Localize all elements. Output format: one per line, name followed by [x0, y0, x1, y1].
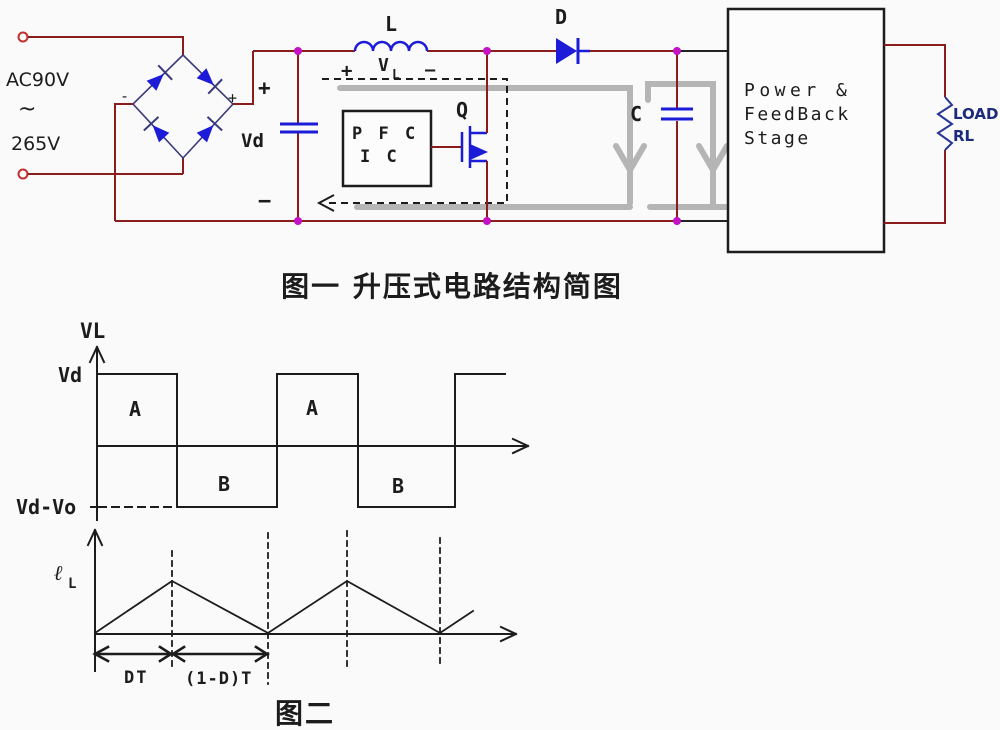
load-label: LOAD [953, 105, 998, 123]
resistor-icon [936, 96, 954, 151]
feedback-dashed-loop [316, 78, 508, 212]
figure1-caption: 图一 升压式电路结构简图 [281, 270, 623, 303]
ac-voltage-line1: AC90V [6, 69, 69, 91]
bridge-plus-label: + [228, 89, 237, 107]
pfc-ic-box [341, 109, 433, 188]
switching-instant-dashes [171, 530, 441, 685]
power-block-text-line2: FeedBack [744, 104, 851, 125]
junction-dots [294, 47, 681, 225]
figure2-caption: 图二 [275, 697, 335, 730]
inductor-label: L [385, 12, 397, 36]
vl-y-axis-arrow-icon [88, 345, 106, 364]
region-a2-label: A [306, 396, 318, 420]
mosfet-label: Q [456, 98, 468, 122]
boost-diode [556, 38, 590, 64]
ac-input [17, 31, 184, 180]
load-resistor [884, 44, 954, 224]
ac-terminal-top-icon [17, 31, 29, 43]
flow-loop-right [645, 81, 729, 210]
bridge-minus-label: - [120, 87, 129, 105]
vl-time-axis-arrow-icon [511, 437, 530, 455]
figure1-circuit: AC90V ~ 265V - + + Vd − L + V L — P F C … [6, 5, 998, 303]
capacitor-icon [661, 107, 693, 121]
power-block-text-line3: Stage [744, 128, 811, 149]
feedback-arrow-icon [316, 194, 335, 212]
power-feedback-block [726, 7, 886, 254]
vl-label-sub: L [392, 68, 400, 83]
pfc-ic-text-line1: P F C [352, 124, 418, 144]
flow-arrow-right-icon [696, 143, 730, 176]
mosfet-icon [460, 126, 488, 168]
vl-waveform-plot [88, 345, 530, 521]
il-y-axis-arrow-icon [86, 528, 104, 547]
diode-label: D [555, 5, 567, 29]
region-b1-label: B [218, 472, 230, 496]
ac-wires [28, 36, 184, 175]
current-flow-highlight [337, 81, 730, 210]
bridge-diode-icon [143, 64, 223, 143]
output-capacitor [661, 51, 693, 221]
bulk-capacitor [280, 51, 318, 221]
output-cap-label: C [630, 102, 642, 126]
bulk-cap-plus-label: + [258, 76, 271, 100]
load-rl-label: RL [953, 127, 975, 145]
bridge-output-wires [114, 51, 254, 221]
bulk-cap-label: Vd [241, 130, 264, 152]
flow-arrow-left-icon [613, 143, 647, 176]
dt-interval-label: DT [124, 668, 148, 688]
figure2-waveforms: VL Vd Vd-Vo A A B B [16, 319, 530, 730]
vl-minus-label: — [425, 60, 436, 80]
pfc-ic-text-line2: I C [360, 147, 400, 167]
duty-dimension-arrows [92, 645, 270, 663]
ac-terminal-bottom-icon [17, 168, 29, 180]
vd-level-label: Vd [58, 363, 82, 387]
vdvo-level-label: Vd-Vo [16, 495, 76, 519]
il-triangle-wave [93, 579, 475, 635]
vl-label: V [378, 55, 389, 76]
il-waveform-plot [86, 528, 518, 685]
mosfet-q [431, 51, 488, 221]
il-time-axis-arrow-icon [499, 625, 518, 643]
inductor-icon [353, 40, 429, 52]
bridge-rectifier [114, 51, 254, 221]
ac-voltage-tilde: ~ [18, 97, 36, 122]
power-block-text-line1: Power & [744, 80, 851, 101]
il-axis-label-sub: L [68, 576, 76, 592]
vl-axis-label: VL [80, 319, 105, 343]
region-a1-label: A [129, 397, 141, 421]
vl-plus-label: + [341, 60, 352, 82]
vl-square-wave [96, 373, 506, 508]
diode-icon [556, 38, 577, 64]
il-axis-label: ℓ [54, 561, 63, 585]
region-b2-label: B [392, 474, 404, 498]
capacitor-icon [280, 122, 318, 134]
one-minus-d-t-interval-label: (1-D)T [185, 669, 252, 689]
bulk-cap-minus-label: − [258, 189, 271, 214]
ac-voltage-line2: 265V [11, 133, 60, 155]
